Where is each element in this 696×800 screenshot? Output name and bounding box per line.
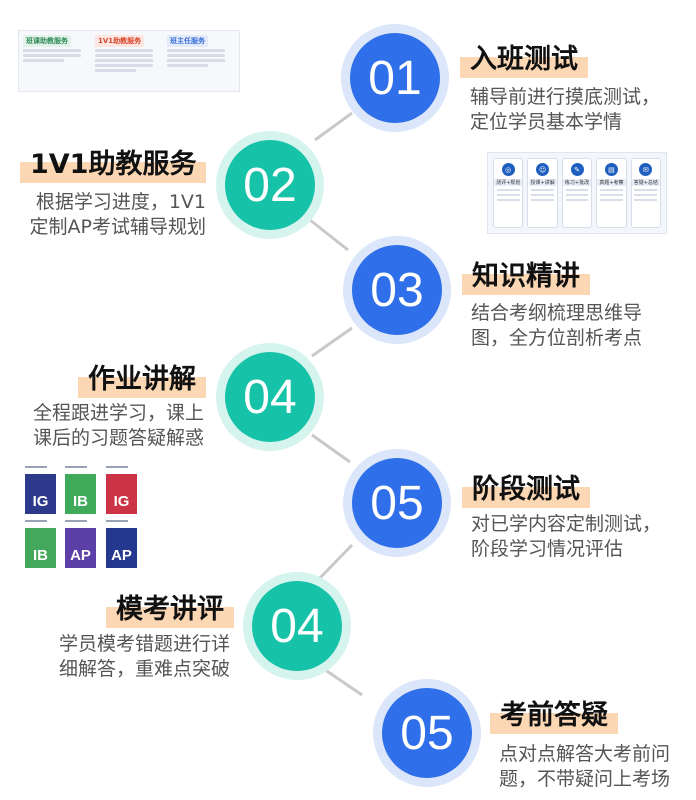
service-column: 班课助教服务 bbox=[23, 35, 91, 87]
service-column: 班主任服务 bbox=[167, 35, 235, 87]
step-number-circle: 04 bbox=[225, 352, 315, 442]
step-title: 知识精讲 bbox=[462, 259, 590, 295]
process-card-label: 答疑+总结 bbox=[631, 179, 660, 186]
step-description: 辅导前进行摸底测试， 定位学员基本学情 bbox=[470, 86, 661, 133]
step-number-circle: 05 bbox=[382, 688, 472, 778]
step-description: 全程跟进学习，课上 课后的习题答疑解惑 bbox=[32, 402, 204, 449]
connector-line bbox=[314, 111, 353, 142]
step-description: 根据学习进度，1V1 定制AP考试辅导规划 bbox=[29, 191, 206, 238]
step-description: 对已学内容定制测试， 阶段学习情况评估 bbox=[471, 513, 662, 560]
process-card-label: 练习+批改 bbox=[562, 179, 592, 186]
step-title: 作业讲解 bbox=[78, 362, 206, 398]
step-title: 考前答疑 bbox=[490, 698, 618, 734]
step-description: 学员模考错题进行详 细解答，重难点突破 bbox=[58, 633, 230, 680]
step-title: 1V1助教服务 bbox=[20, 147, 207, 183]
step-number-circle: 02 bbox=[225, 140, 315, 230]
process-card: ◎ 测评+规划 bbox=[493, 158, 524, 228]
connector-line bbox=[317, 663, 363, 697]
teacher-icon: ☺ bbox=[536, 163, 550, 176]
textbook-cover: IG bbox=[25, 474, 56, 514]
service-column-header: 班课助教服务 bbox=[23, 35, 71, 47]
textbook-cover: AP bbox=[106, 528, 137, 568]
connector-line bbox=[316, 543, 354, 582]
textbook-cover: AP bbox=[65, 528, 96, 568]
process-card-label: 授课+讲解 bbox=[528, 179, 557, 186]
step-description: 点对点解答大考前问 题，不带疑问上考场 bbox=[499, 743, 671, 790]
target-icon: ◎ bbox=[501, 163, 515, 176]
step-description: 结合考纲梳理思维导 图，全方位剖析考点 bbox=[471, 302, 643, 349]
step-title: 模考讲评 bbox=[106, 592, 234, 628]
step-number-circle: 01 bbox=[350, 33, 440, 123]
process-card: ✉ 答疑+总结 bbox=[630, 158, 662, 228]
pencil-icon: ✎ bbox=[570, 163, 584, 176]
connector-line bbox=[311, 433, 351, 464]
step-title: 阶段测试 bbox=[462, 472, 590, 508]
process-card-label: 测评+规划 bbox=[494, 179, 523, 186]
textbook-cover: IB bbox=[65, 474, 96, 514]
connector-line bbox=[309, 218, 349, 252]
service-column-header: 1V1助教服务 bbox=[95, 35, 145, 47]
step-title: 入班测试 bbox=[460, 42, 588, 78]
connector-line bbox=[311, 326, 353, 358]
process-card-label: 真题+考察 bbox=[597, 179, 626, 186]
textbook-cover: IB bbox=[25, 528, 56, 568]
process-card: ☺ 授课+讲解 bbox=[527, 158, 558, 228]
process-card: ▤ 真题+考察 bbox=[596, 158, 627, 228]
document-icon: ▤ bbox=[604, 163, 618, 176]
service-column-header: 班主任服务 bbox=[167, 35, 208, 47]
chat-icon: ✉ bbox=[639, 163, 653, 176]
step-number-circle: 04 bbox=[252, 581, 342, 671]
process-cards-thumbnail: ◎ 测评+规划 ☺ 授课+讲解 ✎ 练习+批改 ▤ 真题+考察 ✉ 答疑+总结 bbox=[487, 152, 667, 234]
step-number-circle: 03 bbox=[352, 245, 442, 335]
step-number-circle: 05 bbox=[352, 458, 442, 548]
service-table-thumbnail: 班课助教服务 1V1助教服务 班主任服务 bbox=[18, 30, 240, 92]
service-column: 1V1助教服务 bbox=[95, 35, 163, 87]
process-card: ✎ 练习+批改 bbox=[561, 158, 593, 228]
textbook-cover: IG bbox=[106, 474, 137, 514]
